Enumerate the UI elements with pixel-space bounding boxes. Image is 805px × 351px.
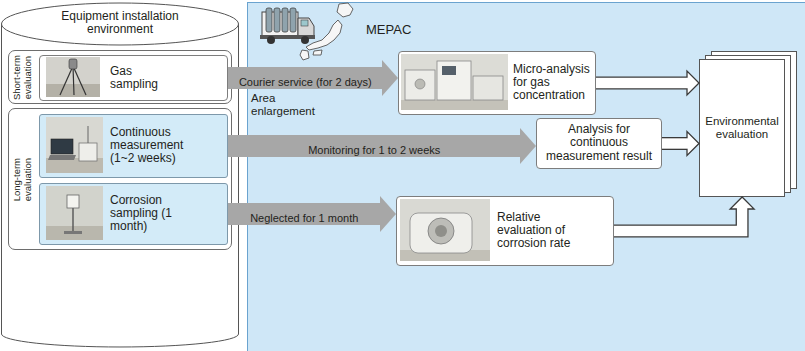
truck-icon (298, 18, 314, 36)
arrow-fill (614, 207, 742, 231)
truck-icon (267, 36, 275, 44)
japan-map (306, 20, 342, 50)
arrow-fill (596, 78, 689, 88)
corrosion-analyzer-photo (400, 199, 490, 261)
arrow-shaft (228, 203, 381, 225)
process-box: Analysis for continuous measurement resu… (536, 118, 662, 169)
arrow-label: Neglected for 1 month (248, 212, 360, 225)
truck-icon (301, 20, 308, 26)
document-page (700, 60, 785, 197)
truck-icon (301, 36, 309, 44)
flow-arrow (228, 60, 398, 96)
japan-map (300, 3, 353, 60)
node-label: Micro-analysis for gas concentration (513, 63, 591, 103)
monitor-photo (79, 143, 97, 161)
document-stack: Environmental evaluation (699, 51, 797, 197)
node-label: Analysis for continuous measurement resu… (542, 123, 656, 163)
environment-cylinder: Equipment installation environmentShort-… (1, 1, 239, 348)
analyzer-photo (401, 54, 508, 110)
corrosion-photo (46, 226, 103, 240)
node-label: Corrosion sampling (1 month) (110, 194, 206, 234)
sampling-photo (60, 66, 73, 95)
analyzer-photo (415, 79, 425, 89)
corrosion-photo (64, 231, 82, 234)
flow-arrow (614, 197, 754, 231)
truck-icon (282, 8, 288, 32)
analyzer-photo (437, 61, 471, 100)
flow-arrow (228, 128, 536, 164)
japan-map (313, 50, 322, 55)
corrosion-photo (72, 206, 73, 232)
analyzer-photo (405, 70, 435, 100)
evaluation-group: Long-term evaluation Continuous measureme… (8, 108, 232, 250)
arrow-fill (662, 138, 689, 148)
note-label: Area enlargement (251, 92, 323, 118)
evaluation-group: Short-term evaluation Gas sampling (8, 50, 232, 104)
monitor-photo (46, 117, 103, 173)
analyzer-photo (442, 66, 456, 75)
analyzer-photo (473, 76, 503, 100)
japan-map (300, 50, 309, 60)
arrow-head (380, 196, 396, 232)
corrosion-photo (46, 186, 103, 240)
corrosion-photo (67, 195, 79, 208)
arrow-shaft (228, 67, 383, 89)
monitor-photo (88, 126, 89, 143)
corrosion-photo (46, 186, 103, 240)
sampling-photo (46, 57, 100, 97)
monitor-photo (48, 155, 76, 160)
arrow-label: Courier service (for 2 days) (237, 76, 374, 89)
analyzer-photo (401, 100, 508, 110)
node-label: Relative evaluation of corrosion rate (497, 211, 583, 251)
sampling-photo (69, 59, 77, 69)
truck-icon (290, 8, 296, 32)
arrow-label: Monitoring for 1 to 2 weeks (306, 144, 442, 157)
corrosion-analyzer-photo (428, 218, 454, 244)
corrosion-analyzer-photo (435, 225, 447, 237)
analyzer-photo (401, 54, 508, 110)
flow-arrow (662, 132, 699, 156)
sampling-photo (73, 66, 86, 95)
node-label: Environmental evaluation (702, 115, 782, 141)
sampling-photo (46, 57, 100, 97)
truck-icon (266, 8, 272, 32)
flow-arrow (228, 196, 396, 232)
monitor-photo (51, 139, 73, 154)
sampling-photo (46, 84, 100, 97)
corrosion-analyzer-photo (410, 213, 472, 253)
arrow-head (520, 128, 536, 164)
panel-title: MEPAC (366, 23, 411, 38)
monitor-photo (46, 117, 103, 173)
node-label: Gas sampling (110, 65, 172, 92)
group-title: Short-term evaluation (12, 52, 33, 102)
cylinder-title: Equipment installation environment (45, 10, 195, 37)
arrow-head (382, 60, 398, 96)
arrow-shaft (228, 135, 521, 157)
cylinder-body (2, 24, 239, 347)
flow-arrow (596, 71, 699, 95)
japan-map (337, 3, 353, 17)
cylinder-top (2, 3, 239, 45)
truck-icon (260, 8, 315, 44)
lab-panel: MEPAC Micro-analysis for gas concentratio… (247, 2, 805, 351)
group-title: Long-term evaluation (12, 139, 33, 219)
node-label: Continuous measurement (1~2 weeks) (110, 126, 206, 166)
corrosion-analyzer-photo (400, 199, 490, 261)
sampling-photo (73, 66, 74, 95)
truck-icon (274, 8, 280, 32)
